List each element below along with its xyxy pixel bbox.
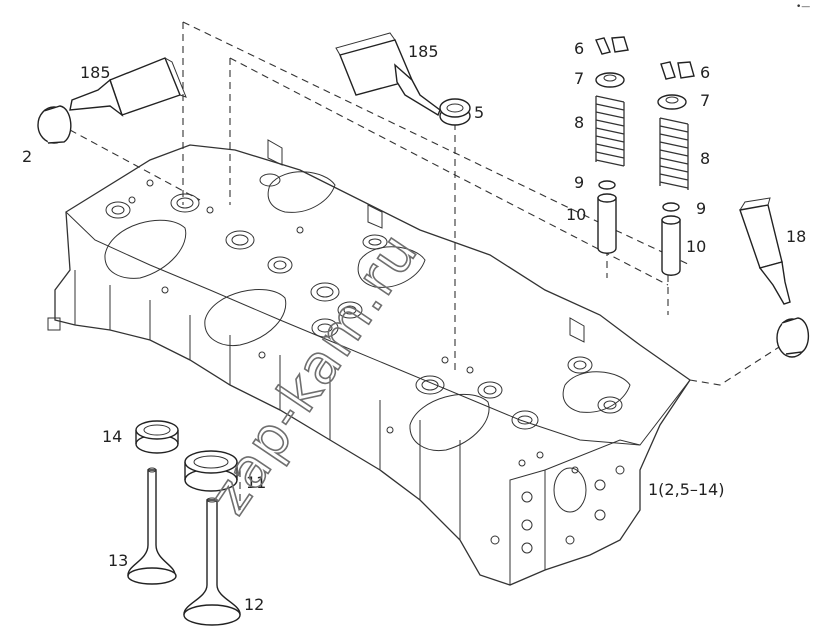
cylinder-head bbox=[47, 139, 691, 586]
label-185-left: 185 bbox=[80, 63, 111, 82]
valve-13 bbox=[127, 467, 177, 585]
label-1-assembly: 1(2,5–14) bbox=[648, 480, 724, 499]
label-9-left: 9 bbox=[574, 173, 584, 192]
label-8-left: 8 bbox=[574, 113, 584, 132]
label-7-right: 7 bbox=[700, 91, 710, 110]
valve-12 bbox=[183, 497, 241, 626]
watermark-text: zap-kam.ru bbox=[197, 221, 431, 526]
label-13: 13 bbox=[108, 551, 128, 570]
label-11: 11 bbox=[246, 473, 266, 492]
label-10-left: 10 bbox=[566, 205, 586, 224]
label-6-right: 6 bbox=[700, 63, 710, 82]
label-6-left: 6 bbox=[574, 39, 584, 58]
sealant-tube-185-left bbox=[69, 57, 187, 117]
bolt-holes bbox=[128, 179, 579, 474]
corner-mark: •— bbox=[796, 2, 810, 12]
label-9-right: 9 bbox=[696, 199, 706, 218]
label-12: 12 bbox=[244, 595, 264, 614]
cam-bosses bbox=[267, 139, 585, 343]
label-18: 18 bbox=[786, 227, 806, 246]
label-8-right: 8 bbox=[700, 149, 710, 168]
valve-spring-8-left bbox=[595, 95, 625, 167]
label-2: 2 bbox=[22, 147, 32, 166]
label-7-left: 7 bbox=[574, 69, 584, 88]
valve-seat-insert-14 bbox=[135, 420, 179, 454]
spring-retainer-7 bbox=[595, 72, 687, 110]
label-5: 5 bbox=[474, 103, 484, 122]
intake-ports bbox=[104, 171, 631, 452]
cup-plug-18 bbox=[776, 317, 809, 358]
valve-guide-10 bbox=[597, 193, 681, 276]
label-185-right: 185 bbox=[408, 42, 439, 61]
label-10-right: 10 bbox=[686, 237, 706, 256]
callout-labels: 185 185 2 5 6 6 7 7 8 8 9 9 10 10 18 14 … bbox=[22, 39, 806, 614]
label-14: 14 bbox=[102, 427, 122, 446]
valve-seat-bores bbox=[105, 173, 623, 430]
valve-spring-8-right bbox=[659, 117, 689, 190]
cup-plug-2 bbox=[37, 105, 72, 144]
sealant-tube-185-right bbox=[335, 32, 441, 117]
sealant-tube-18 bbox=[739, 197, 791, 305]
valve-seat-insert-11 bbox=[184, 450, 238, 492]
o-ring-9 bbox=[598, 180, 680, 212]
valve-stem-seal-5 bbox=[439, 98, 471, 126]
valve-keeper-6 bbox=[595, 36, 695, 80]
